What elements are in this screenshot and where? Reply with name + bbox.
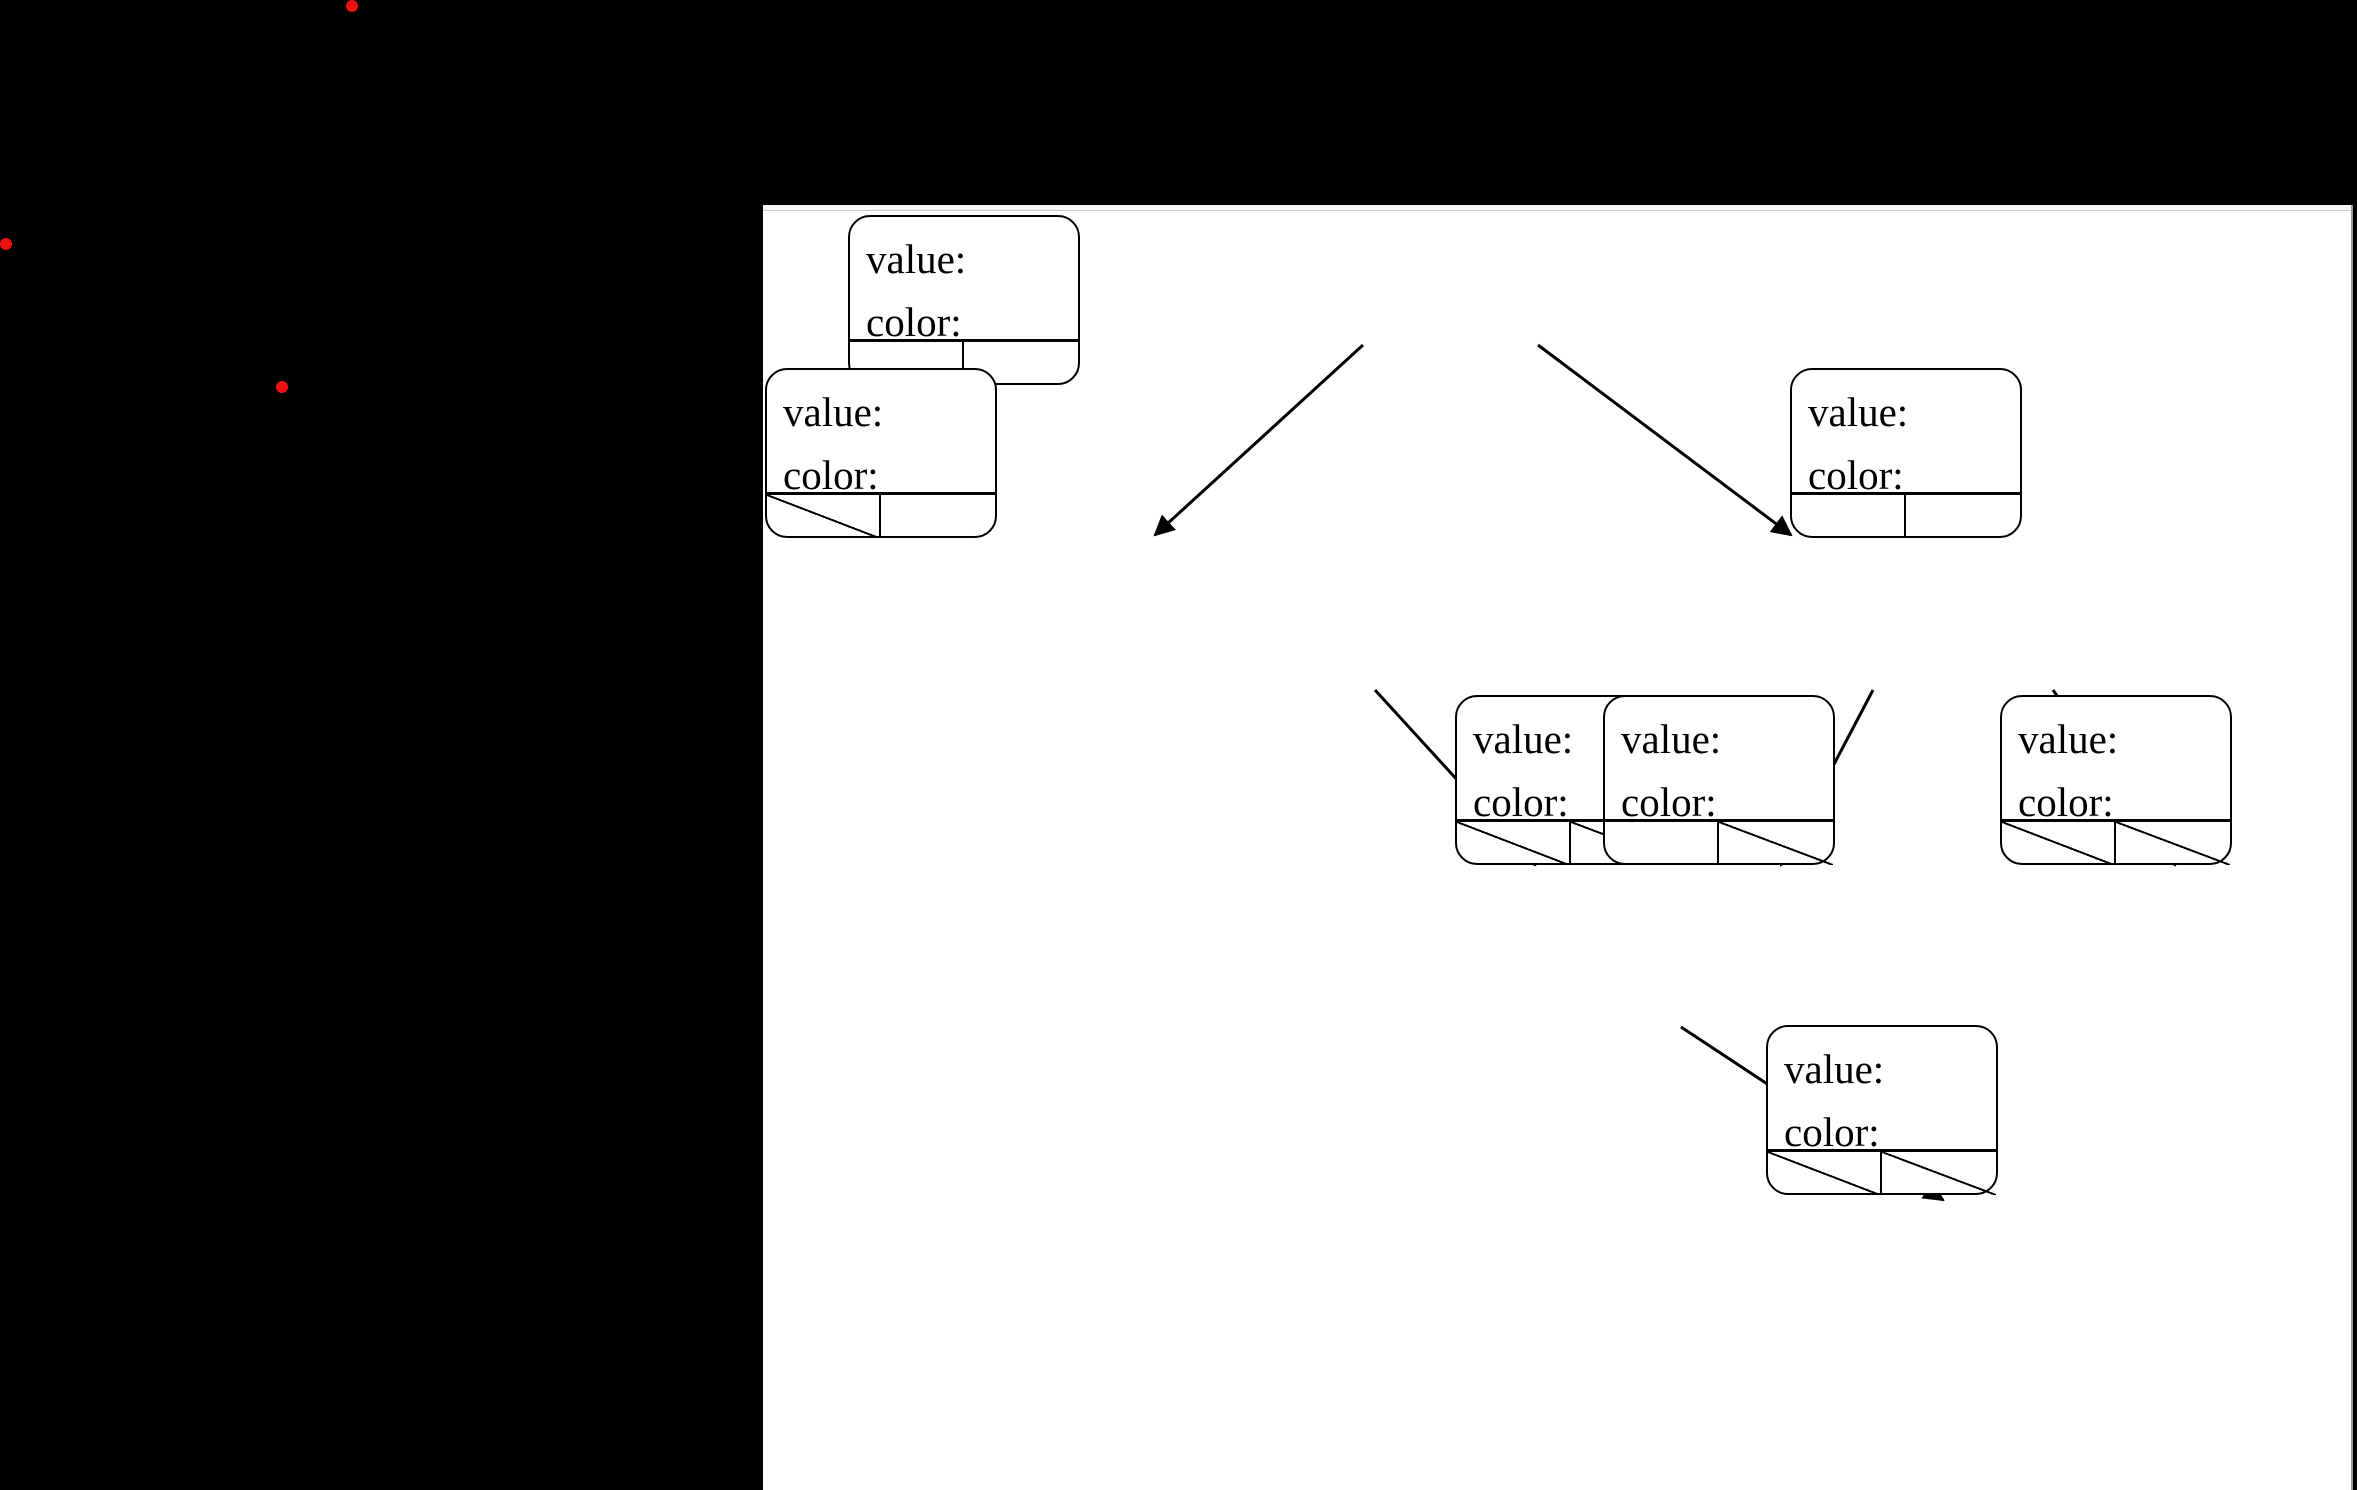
diagram-canvas[interactable]: value: color: value: color: value: color…	[763, 205, 2353, 1490]
tree-node-right-outer[interactable]: value: color:	[2000, 695, 2232, 865]
marker-dot-2	[0, 238, 12, 250]
node-root-left-pointer[interactable]	[850, 342, 964, 385]
node-left-child-body: value: color:	[767, 370, 995, 496]
marker-dot-3	[276, 381, 288, 393]
canvas-top-strip	[763, 205, 2351, 211]
node-right-child-color-label: color:	[1808, 452, 1904, 498]
node-left-child-pointers	[767, 492, 995, 538]
tree-node-left-child[interactable]: value: color:	[765, 368, 997, 538]
node-right-outer-pointers	[2002, 819, 2230, 865]
node-deep-leaf-pointers	[1768, 1149, 1996, 1195]
marker-dot-1	[346, 0, 358, 12]
node-left-child-color-label: color:	[783, 452, 879, 498]
node-right-outer-left-pointer-null[interactable]	[2002, 822, 2116, 865]
tree-node-right-inner[interactable]: value: color:	[1603, 695, 1835, 865]
node-right-child-left-pointer[interactable]	[1792, 495, 1906, 538]
node-left-grandchild-left-pointer-null[interactable]	[1457, 822, 1571, 865]
node-root-value-label: value:	[866, 236, 967, 282]
node-deep-leaf-left-pointer-null[interactable]	[1768, 1152, 1882, 1195]
node-deep-leaf-body: value: color:	[1768, 1027, 1996, 1153]
node-root-body: value: color:	[850, 217, 1078, 343]
node-right-child-pointers	[1792, 492, 2020, 538]
node-right-outer-body: value: color:	[2002, 697, 2230, 823]
tree-node-right-child[interactable]: value: color:	[1790, 368, 2022, 538]
tree-node-root[interactable]: value: color:	[848, 215, 1080, 385]
node-right-inner-color-label: color:	[1621, 779, 1717, 825]
node-right-child-body: value: color:	[1792, 370, 2020, 496]
node-right-outer-color-label: color:	[2018, 779, 2114, 825]
tree-node-deep-leaf[interactable]: value: color:	[1766, 1025, 1998, 1195]
node-root-pointers	[850, 339, 1078, 385]
node-left-child-right-pointer[interactable]	[881, 495, 995, 538]
node-right-inner-body: value: color:	[1605, 697, 1833, 823]
node-right-outer-right-pointer-null[interactable]	[2116, 822, 2230, 865]
node-deep-leaf-right-pointer-null[interactable]	[1882, 1152, 1996, 1195]
node-right-inner-value-label: value:	[1621, 716, 1722, 762]
node-deep-leaf-color-label: color:	[1784, 1109, 1880, 1155]
node-right-inner-left-pointer[interactable]	[1605, 822, 1719, 865]
node-right-child-right-pointer[interactable]	[1906, 495, 2020, 538]
node-deep-leaf-value-label: value:	[1784, 1046, 1885, 1092]
node-root-color-label: color:	[866, 299, 962, 345]
node-right-inner-pointers	[1605, 819, 1833, 865]
node-right-child-value-label: value:	[1808, 389, 1909, 435]
node-left-child-left-pointer-null[interactable]	[767, 495, 881, 538]
node-left-child-value-label: value:	[783, 389, 884, 435]
node-right-inner-right-pointer-null[interactable]	[1719, 822, 1833, 865]
edge-root-to-right-child	[1537, 343, 1793, 537]
edge-root-to-left-child	[1153, 343, 1365, 537]
node-right-outer-value-label: value:	[2018, 716, 2119, 762]
